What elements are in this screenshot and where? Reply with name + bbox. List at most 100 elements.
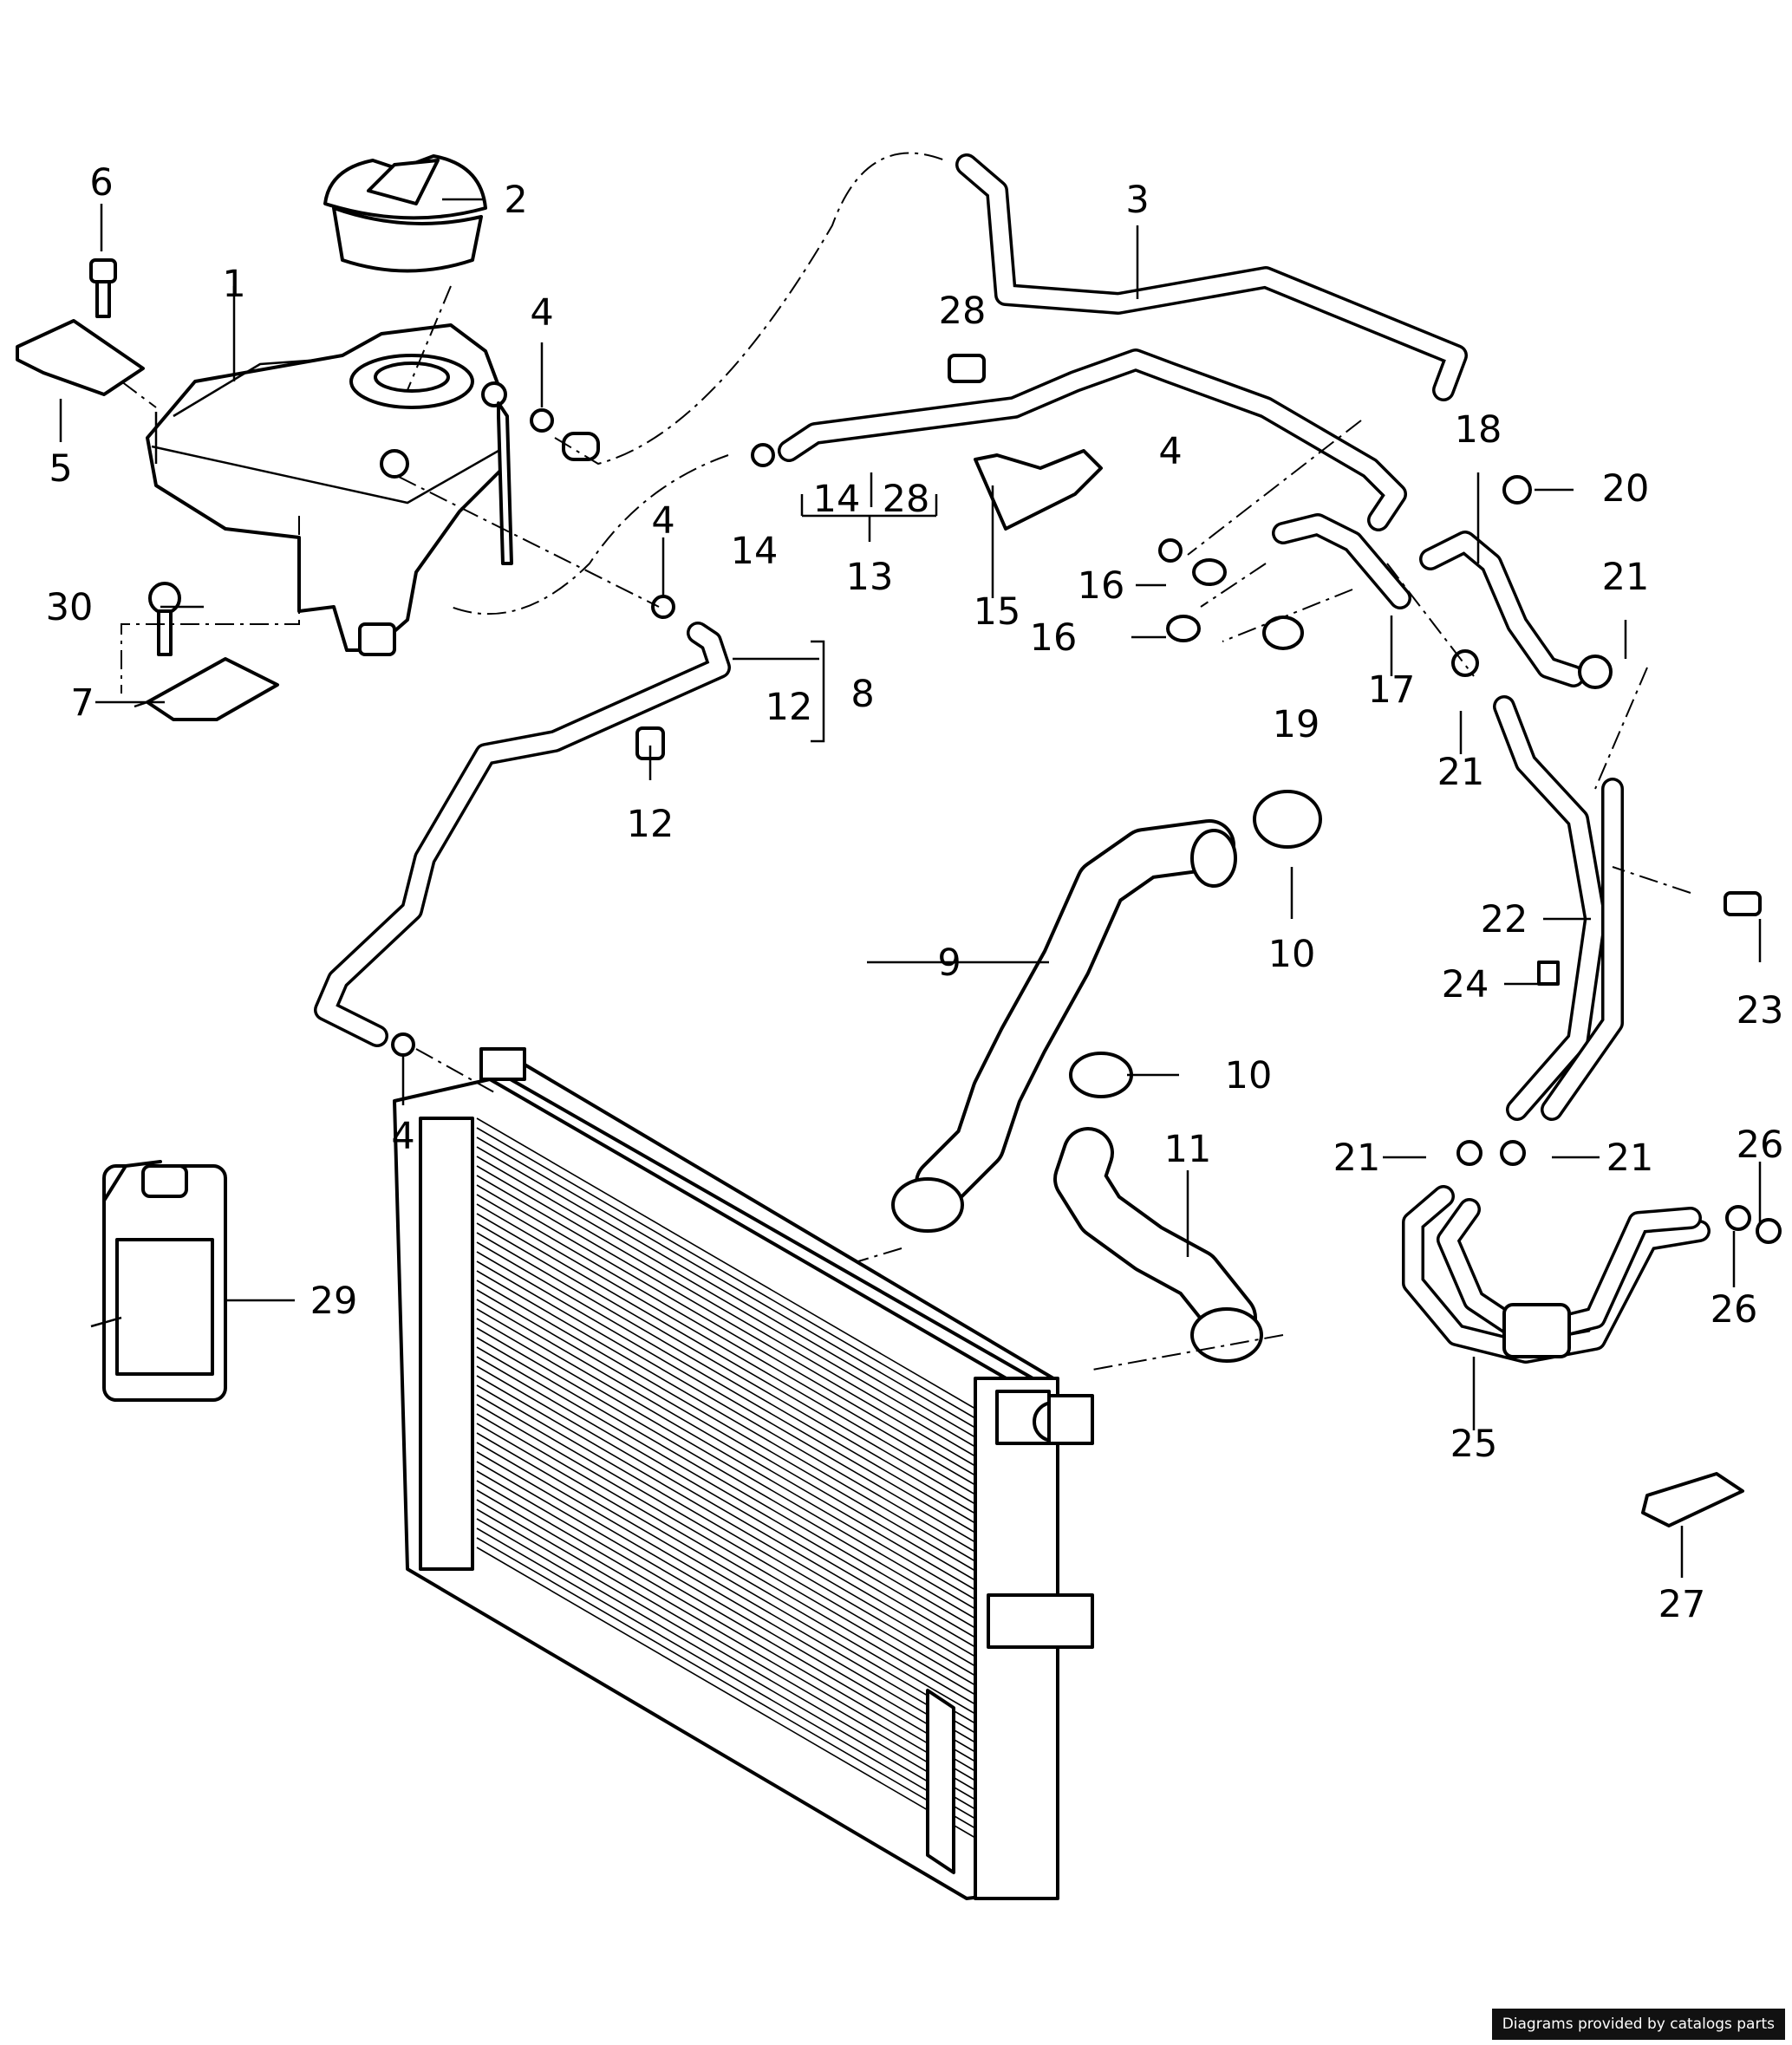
radiator-fin [476,1375,976,1667]
radiator-fin [476,1146,976,1438]
callout-18: 18 [1455,408,1502,452]
radiator-fin [476,1184,976,1476]
radiator-fin [476,1489,976,1781]
callout-25: 25 [1450,1423,1498,1466]
radiator-fin [476,1270,976,1562]
callout-3: 3 [1125,179,1149,222]
callout-27: 27 [1658,1583,1706,1626]
callout-16a: 16 [1078,564,1125,608]
radiator-fin [476,1299,976,1591]
radiator-fin [476,1423,976,1715]
radiator-fin [476,1213,976,1505]
radiator-fin [476,1203,976,1495]
radiator-fin [476,1527,976,1820]
cap-icon [323,154,487,273]
callout-17: 17 [1368,668,1416,712]
radiator-icon [393,1047,1094,1900]
radiator-fin [476,1470,976,1762]
radiator-fin [476,1165,976,1457]
coolant-bottle-icon [102,1160,227,1402]
expansion-tank-icon [146,323,513,656]
callout-20: 20 [1602,467,1650,511]
radiator-fin [476,1461,976,1753]
callout-16b: 16 [1030,616,1078,660]
callout-5: 5 [49,447,72,491]
callout-23: 23 [1737,989,1784,1032]
callout-4b: 4 [651,499,674,543]
callout-21c: 21 [1333,1136,1381,1180]
radiator-fin [476,1117,976,1410]
bracket-icon [974,449,1103,531]
bolt-icon [89,258,181,656]
radiator-fin [476,1136,976,1429]
callout-4d: 4 [1158,430,1182,473]
radiator-fin [476,1232,976,1524]
radiator-fin [476,1518,976,1810]
hose-icon [314,153,1711,1364]
radiator-fin [476,1337,976,1629]
callout-13: 13 [846,556,894,599]
radiator-fin [476,1194,976,1486]
clamp-icon [391,354,1782,1244]
credit-badge: Diagrams provided by catalogs parts [1491,2009,1785,2040]
radiator-fin [476,1156,976,1448]
radiator-fin [476,1289,976,1581]
callout-10b: 10 [1225,1054,1273,1097]
radiator-fin [476,1175,976,1467]
callout-11: 11 [1164,1128,1212,1171]
callout-1: 1 [222,263,245,306]
radiator-fin [476,1547,976,1839]
bracket-icon [16,319,279,721]
radiator-fin [476,1222,976,1514]
radiator-fin [476,1365,976,1657]
callout-30: 30 [46,586,94,629]
callout-29: 29 [310,1280,358,1323]
callout-15: 15 [974,590,1021,634]
radiator-fin [476,1403,976,1696]
callout-19: 19 [1273,703,1320,746]
callout-26b: 26 [1711,1288,1758,1332]
radiator-fin [476,1346,976,1638]
callout-7: 7 [70,681,94,725]
radiator-fin [476,1327,976,1619]
radiator-fin [476,1394,976,1686]
radiator-fin [476,1451,976,1743]
radiator-fin [476,1508,976,1801]
radiator-fin [476,1318,976,1610]
gasket-icon [1641,1472,1744,1527]
hose-icon [891,819,1263,1363]
callout-28a: 28 [883,478,930,521]
callout-14b: 14 [731,530,779,573]
radiator-fin [476,1442,976,1734]
callout-14a: 14 [813,478,861,521]
callout-26a: 26 [1737,1123,1784,1167]
callout-9: 9 [937,941,961,985]
callout-4a: 4 [530,291,553,335]
radiator-fin [476,1260,976,1553]
radiator-fin [476,1280,976,1572]
radiator-fin [476,1356,976,1648]
callout-21d: 21 [1606,1136,1654,1180]
callout-2: 2 [504,179,527,222]
callout-12b: 12 [627,803,674,846]
radiator-fin [476,1432,976,1724]
radiator-fin [476,1537,976,1829]
callout-21b: 21 [1437,751,1485,794]
callout-22: 22 [1481,898,1528,941]
radiator-fin [476,1308,976,1600]
callout-6: 6 [89,161,113,205]
callout-24: 24 [1442,963,1489,1006]
callout-21a: 21 [1602,556,1650,599]
radiator-fin [476,1480,976,1772]
callout-12a: 12 [766,686,813,729]
radiator-fin [476,1499,976,1791]
callout-4c: 4 [391,1115,414,1158]
radiator-fin [476,1384,976,1677]
radiator-fin [476,1251,976,1543]
radiator-fin [476,1241,976,1534]
callout-10a: 10 [1268,933,1316,976]
radiator-fin [476,1127,976,1419]
callout-28b: 28 [939,290,987,333]
